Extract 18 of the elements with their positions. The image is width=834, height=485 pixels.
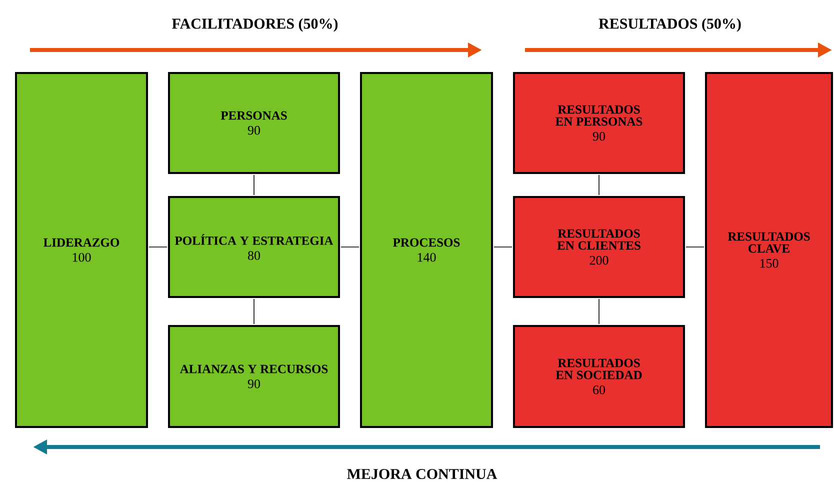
box: RESULTADOS EN SOCIEDAD 60	[513, 325, 685, 428]
connector-line	[686, 246, 704, 248]
heading: FACILITADORES (50%)	[172, 18, 338, 32]
connector-line	[598, 174, 600, 196]
box: RESULTADOS EN PERSONAS 90	[513, 72, 685, 174]
connector-line	[148, 246, 168, 248]
box: POLÍTICA Y ESTRATEGIA 80	[168, 196, 340, 298]
box: RESULTADOS CLAVE 150	[705, 72, 833, 428]
heading: MEJORA CONTINUA	[347, 468, 498, 480]
connector-line	[598, 298, 600, 324]
connector-line	[340, 246, 360, 248]
box: PERSONAS 90	[168, 72, 340, 174]
heading: RESULTADOS (50%)	[598, 18, 741, 32]
box: RESULTADOS EN CLIENTES 200	[513, 196, 685, 298]
box: LIDERAZGO 100	[15, 72, 148, 428]
box: PROCESOS 140	[360, 72, 493, 428]
connector-line	[494, 246, 512, 248]
box: ALIANZAS Y RECURSOS 90	[168, 325, 340, 428]
